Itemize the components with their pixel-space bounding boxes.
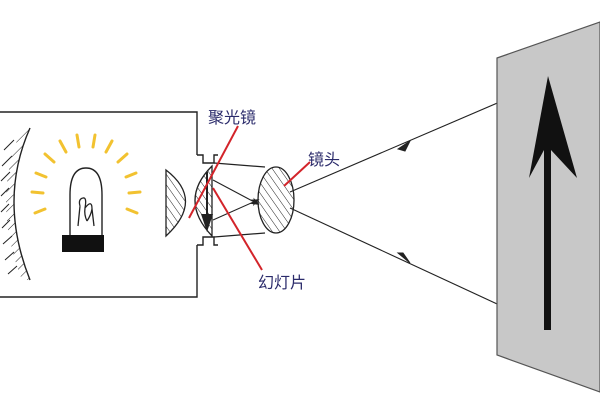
lens-tube [197,154,266,246]
label-slide: 幻灯片 [258,273,306,292]
projector-housing [0,111,198,298]
label-pointers [188,125,311,271]
slide-arrow [201,172,213,232]
label-projection-lens: 镜头 [308,150,340,169]
label-condenser: 聚光镜 [208,108,256,127]
projected-image-arrow [529,76,577,330]
internal-rays [212,179,260,221]
projection-lens [257,166,295,234]
reflector-icon [0,127,31,281]
bulb-icon [30,133,142,252]
